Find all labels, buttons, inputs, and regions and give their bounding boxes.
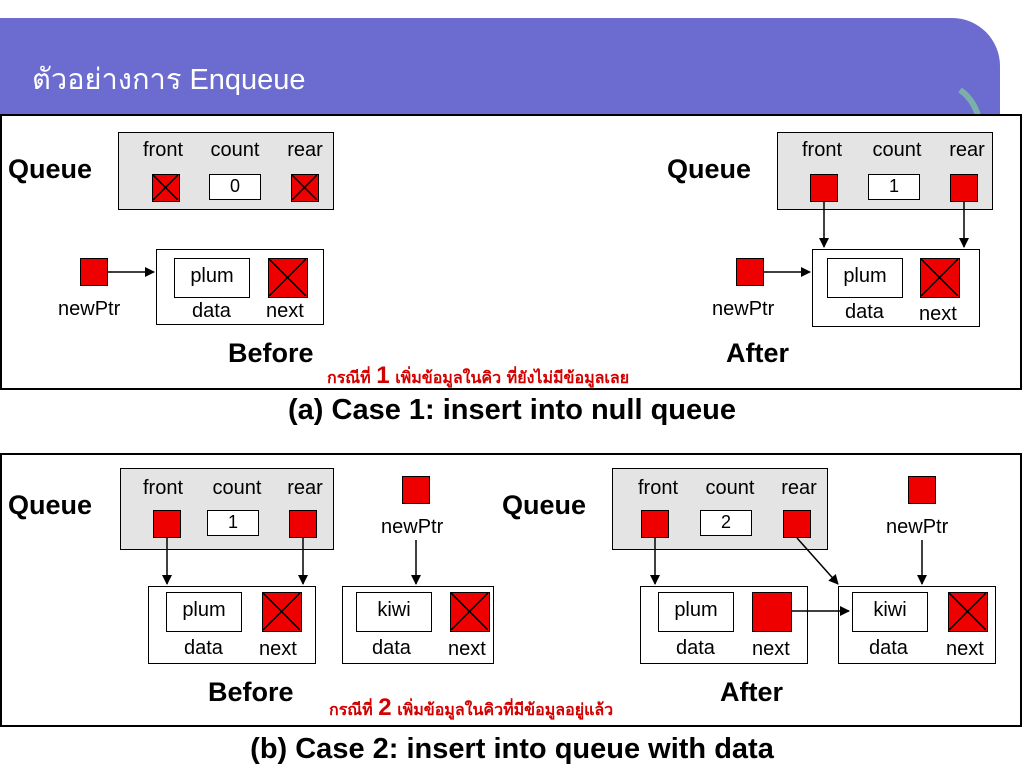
case2-after-node-kiwi-data-label: data (869, 637, 908, 659)
case1-before-node-next-null (268, 258, 308, 298)
case2-before-rear-cell (289, 510, 317, 538)
case2-thai-note: กรณีที่ 2 เพิ่มข้อมูลในคิวที่มีข้อมูลอยู… (329, 694, 613, 723)
case1-thai-note-text: เพิ่มข้อมูลในคิว ที่ยังไม่มีข้อมูลเลย (395, 368, 630, 387)
case1-before-count-label: count (210, 139, 260, 161)
case1-before-node-data-label: data (192, 300, 231, 322)
case1-before-node-data: plum (174, 258, 250, 298)
case1-after-front-cell (810, 174, 838, 202)
case1-caption: (a) Case 1: insert into null queue (288, 394, 736, 426)
case2-after-count-label: count (705, 477, 755, 499)
case2-after-node-kiwi-data: kiwi (852, 592, 928, 632)
case2-before-front-label: front (142, 477, 184, 499)
case2-after-node-plum-next (752, 592, 792, 632)
case2-before-node-kiwi-next-null (450, 592, 490, 632)
case1-before-rear-label: rear (287, 139, 323, 161)
case2-after-node-plum-next-label: next (752, 638, 790, 660)
case1-before-newptr-label: newPtr (58, 298, 121, 320)
case2-after-front-cell (641, 510, 669, 538)
case1-after-count-label: count (872, 139, 922, 161)
case1-after-rear-cell (950, 174, 978, 202)
case1-before-front-null-cell (152, 174, 180, 202)
case1-after-node-next-null (920, 258, 960, 298)
case2-thai-note-prefix: กรณีที่ (329, 700, 373, 719)
case2-before-newptr-cell (402, 476, 430, 504)
case1-thai-note-number: 1 (376, 362, 390, 389)
case2-before-front-cell (153, 510, 181, 538)
case2-thai-note-number: 2 (378, 694, 392, 721)
case2-before-node-plum-next-null (262, 592, 302, 632)
case2-before-state-label: Before (208, 677, 294, 707)
case2-after-node-plum-data-label: data (676, 637, 715, 659)
case2-before-rear-label: rear (287, 477, 323, 499)
case2-before-node-plum-data-label: data (184, 637, 223, 659)
case2-before-count-label: count (212, 477, 262, 499)
case1-thai-note-prefix: กรณีที่ (327, 368, 371, 387)
title-bar: ตัวอย่างการ Enqueue (0, 18, 1000, 115)
case2-before-node-plum-data: plum (166, 592, 242, 632)
case2-before-newptr-label: newPtr (381, 516, 444, 538)
case2-after-state-label: After (720, 677, 784, 707)
case1-before-state-label: Before (228, 338, 314, 368)
case2-thai-note-text: เพิ่มข้อมูลในคิวที่มีข้อมูลอยู่แล้ว (397, 700, 614, 719)
case2-after-rear-cell (783, 510, 811, 538)
case2-after-node-kiwi-next-null (948, 592, 988, 632)
case2-before-count-box: 1 (207, 510, 259, 536)
case1-after-count-box: 1 (868, 174, 920, 200)
case2-after-node-kiwi-next-label: next (946, 638, 984, 660)
case2-before-node-plum-next-label: next (259, 638, 297, 660)
case1-after-node-data-label: data (845, 301, 884, 323)
case2-after-newptr-label: newPtr (886, 516, 949, 538)
case1-before-queue-label: Queue (8, 154, 93, 184)
case2-before-node-kiwi-next-label: next (448, 638, 486, 660)
case2-before-node-kiwi-data-label: data (372, 637, 411, 659)
case2-after-front-label: front (637, 477, 679, 499)
case1-after-newptr-cell (736, 258, 764, 286)
case1-before-front-label: front (142, 139, 184, 161)
case1-after-state-label: After (726, 338, 790, 368)
case2-after-queue-label: Queue (502, 490, 587, 520)
case2-before-node-kiwi-data: kiwi (356, 592, 432, 632)
case1-thai-note: กรณีที่ 1 เพิ่มข้อมูลในคิว ที่ยังไม่มีข้… (327, 362, 629, 391)
case2-after-node-plum-data: plum (658, 592, 734, 632)
case1-before-rear-null-cell (291, 174, 319, 202)
case2-before-queue-label: Queue (8, 490, 93, 520)
slide-title: ตัวอย่างการ Enqueue (32, 64, 306, 96)
case2-after-rear-label: rear (781, 477, 817, 499)
case1-before-count-box: 0 (209, 174, 261, 200)
case1-after-front-label: front (801, 139, 843, 161)
case2-after-newptr-cell (908, 476, 936, 504)
case1-before-node-next-label: next (266, 300, 304, 322)
case1-after-queue-label: Queue (667, 154, 752, 184)
case1-after-node-data: plum (827, 258, 903, 298)
case2-after-count-box: 2 (700, 510, 752, 536)
case1-after-newptr-label: newPtr (712, 298, 775, 320)
case1-before-newptr-cell (80, 258, 108, 286)
case1-after-node-next-label: next (919, 303, 957, 325)
case1-after-rear-label: rear (949, 139, 985, 161)
case2-caption: (b) Case 2: insert into queue with data (250, 733, 774, 765)
